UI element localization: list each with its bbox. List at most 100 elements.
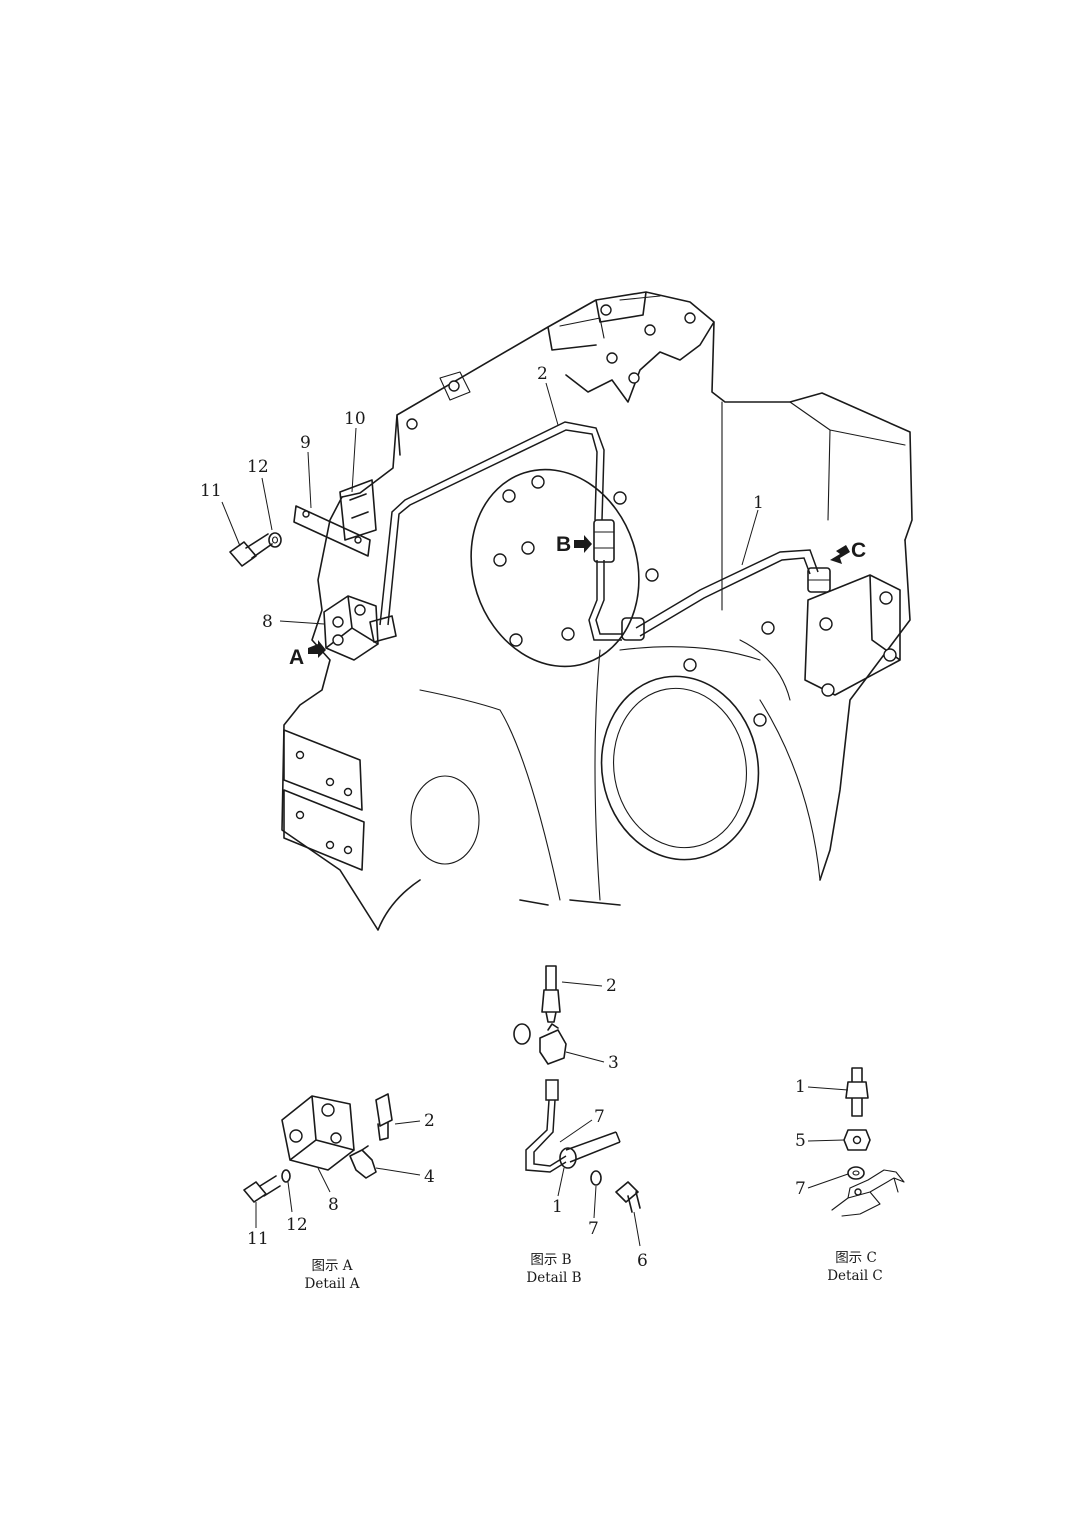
mount-hole (606, 352, 618, 364)
mount-hole (628, 372, 640, 384)
view-b-arrow (574, 535, 592, 553)
cover-bolt (753, 713, 767, 727)
detail-b-tee-3 (539, 1023, 567, 1065)
detail-a-label-11: 11 (247, 1229, 269, 1249)
tee-fitting (621, 617, 645, 641)
flange-bolt (493, 553, 507, 567)
detail-a-leader-8 (317, 1167, 331, 1193)
detail-a-elbow-4 (349, 1145, 377, 1179)
detail-a-label-2: 2 (424, 1111, 435, 1131)
detail-b-label-2: 2 (606, 976, 617, 996)
mount-hole (600, 304, 612, 316)
detail-b-leader-7b (593, 1185, 597, 1219)
pump-bolt (819, 617, 833, 631)
boss-hole (343, 787, 353, 797)
pump-bolt (879, 591, 893, 605)
gear-cover-flange (470, 468, 640, 668)
view-b-label: B (556, 533, 571, 556)
detail-c-caption-en: Detail C (827, 1268, 883, 1284)
flange-bolt (561, 627, 575, 641)
leader-12 (261, 477, 273, 531)
view-c-label: C (851, 539, 866, 562)
detail-b-washer-7 (590, 1170, 602, 1186)
label-part-8: 8 (262, 612, 273, 632)
detail-a-leader-2 (394, 1120, 421, 1125)
detail-c-label-7: 7 (795, 1179, 806, 1199)
detail-c: 1 5 7 图示 C Detail C (795, 1067, 905, 1284)
washer-12 (268, 532, 282, 548)
leader-11 (221, 501, 241, 547)
block-8 (323, 595, 379, 661)
detail-a-label-12: 12 (286, 1215, 308, 1235)
detail-a-caption-en: Detail A (305, 1276, 360, 1292)
view-a-arrow (308, 640, 326, 658)
detail-b: 2 3 7 1 7 6 图示 B Detail B (513, 965, 648, 1286)
detail-b-label-3: 3 (608, 1053, 619, 1073)
flywheel-opening (600, 675, 760, 861)
flywheel-opening-inner (612, 687, 748, 849)
block-port (354, 604, 366, 616)
leader-10 (351, 427, 357, 493)
detail-a-port (330, 1132, 342, 1144)
detail-c-leader-5 (807, 1139, 845, 1142)
detail-a-block-8 (281, 1095, 355, 1171)
detail-b-bolt-6 (615, 1181, 641, 1213)
detail-b-label-7b: 7 (588, 1219, 599, 1239)
detail-b-leader-1 (557, 1167, 565, 1197)
pipe-2 (379, 421, 605, 626)
detail-a-port (289, 1129, 303, 1143)
detail-c-label-1: 1 (795, 1077, 806, 1097)
boss-hole (343, 845, 353, 855)
pump-bolt (821, 683, 835, 697)
mount-hole (644, 324, 656, 336)
main-assembly-drawing: 2 1 9 10 12 11 8 A B C (200, 291, 913, 931)
detail-a-caption-cn: 图示 A (311, 1258, 352, 1274)
view-a-label: A (289, 646, 304, 669)
mount-boss-upper (283, 729, 363, 811)
detail-c-washer-hole (852, 1170, 860, 1176)
detail-a-port (321, 1103, 335, 1117)
block-port (332, 634, 344, 646)
leader-2 (545, 382, 559, 426)
flange-bolt (521, 541, 535, 555)
flange-bolt (509, 633, 523, 647)
mount-hole (684, 312, 696, 324)
detail-b-caption-cn: 图示 B (530, 1252, 571, 1268)
fitting-union (593, 519, 615, 563)
detail-b-leader-7a (559, 1119, 593, 1143)
detail-a-leader-4 (375, 1167, 421, 1176)
detail-c-port (854, 1188, 862, 1196)
detail-c-caption-cn: 图示 C (835, 1250, 877, 1266)
label-part-11: 11 (200, 481, 222, 501)
detail-b-washer (513, 1023, 531, 1045)
detail-c-label-5: 5 (795, 1131, 806, 1151)
leader-1 (741, 509, 759, 566)
leader-8 (279, 620, 325, 625)
flange-bolt (613, 491, 627, 505)
cover-bolt (645, 568, 659, 582)
label-part-12: 12 (247, 457, 269, 477)
boss-hole (325, 840, 335, 850)
cover-bolt (683, 658, 697, 672)
clamp-hole (302, 510, 310, 518)
cover-bolt (761, 621, 775, 635)
detail-b-caption-en: Detail B (526, 1270, 581, 1286)
pump-bolt (883, 648, 897, 662)
mount-hole (406, 418, 418, 430)
detail-b-leader-6 (633, 1211, 641, 1247)
block-port (332, 616, 344, 628)
boss-hole (325, 777, 335, 787)
washer-12-hole (271, 536, 279, 544)
detail-c-leader-7 (807, 1173, 849, 1189)
flange-bolt (531, 475, 545, 489)
label-part-10: 10 (344, 409, 366, 429)
mount-hole (448, 380, 460, 392)
detail-b-label-6: 6 (637, 1251, 648, 1271)
detail-b-pipe-1 (525, 1079, 621, 1173)
leader-9 (307, 451, 312, 509)
pipe-1 (635, 549, 819, 637)
detail-a-bolt-11 (243, 1175, 281, 1203)
detail-c-leader-1 (807, 1086, 849, 1091)
detail-a: 2 4 8 12 11 图示 A Detail A (243, 1093, 435, 1292)
